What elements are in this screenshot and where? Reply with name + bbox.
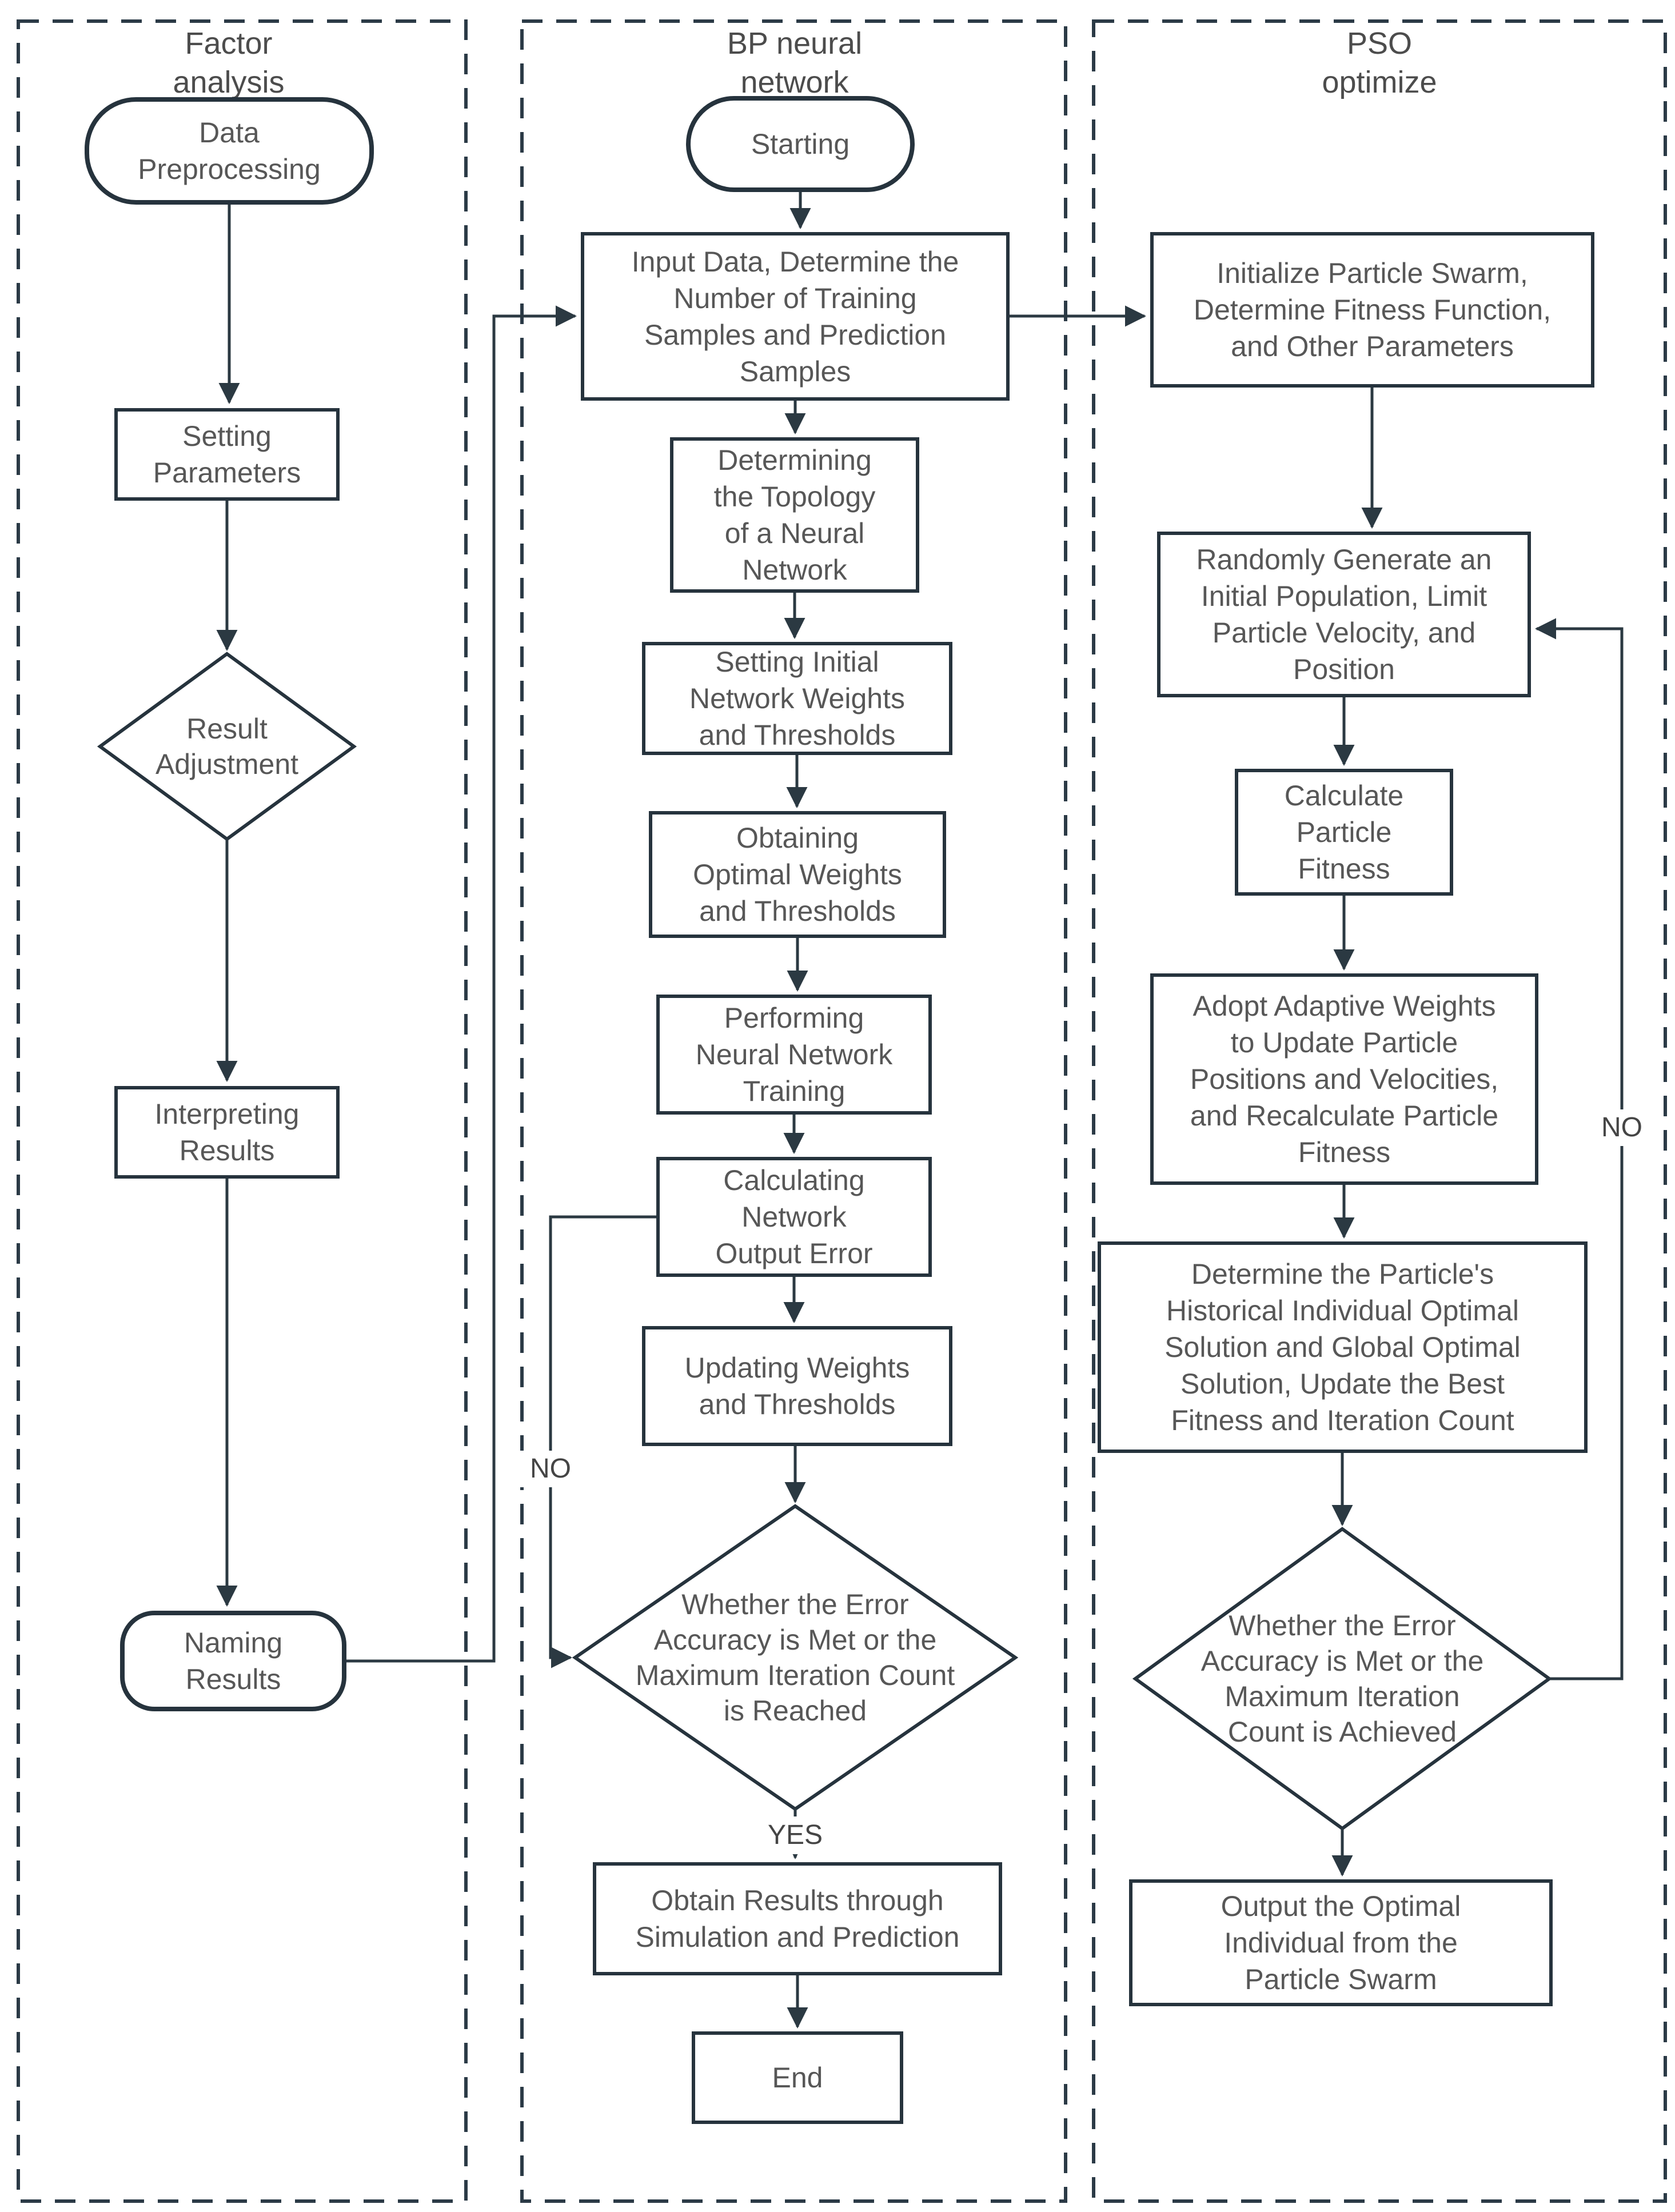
column-title-pso-optimize: PSO optimize (1322, 26, 1437, 99)
node-randomly-generate: Randomly Generate an Initial Population,… (1157, 532, 1531, 697)
node-setting-parameters: Setting Parameters (114, 408, 340, 501)
connector-naming-to-input-data (346, 305, 577, 1663)
node-determine-optimal-solution: Determine the Particle's Historical Indi… (1098, 1241, 1588, 1453)
column-title-factor-analysis: Factor analysis (173, 26, 285, 99)
column-frame-bp-network (520, 19, 1067, 2203)
node-result-adjustment: Result Adjustment (155, 713, 299, 780)
column-frame-factor-analysis (17, 19, 468, 2203)
node-input-data: Input Data, Determine the Number of Trai… (581, 232, 1010, 401)
node-initialize-swarm: Initialize Particle Swarm, Determine Fit… (1150, 232, 1594, 388)
node-setting-initial-weights: Setting Initial Network Weights and Thre… (642, 642, 952, 755)
node-data-preprocessing: Data Preprocessing (85, 97, 374, 205)
node-end: End (692, 2031, 903, 2124)
column-title-bp-network: BP neural network (727, 26, 863, 99)
node-updating-weights: Updating Weights and Thresholds (642, 1326, 952, 1446)
node-calculating-error: Calculating Network Output Error (656, 1157, 932, 1277)
node-performing-training: Performing Neural Network Training (656, 995, 932, 1115)
node-calculate-fitness: Calculate Particle Fitness (1235, 769, 1453, 896)
node-pso-decision: Whether the Error Accuracy is Met or the… (1201, 1610, 1484, 1748)
edge-label-bp-no: NO (518, 1451, 583, 1487)
edge-label-bp-yes: YES (757, 1816, 833, 1854)
node-bp-decision: Whether the Error Accuracy is Met or the… (635, 1588, 955, 1727)
node-obtaining-optimal-weights: Obtaining Optimal Weights and Thresholds (649, 811, 946, 938)
column-frame-pso-optimize (1092, 19, 1667, 2203)
loop-bp-no (549, 1215, 656, 1668)
node-adopt-adaptive-weights: Adopt Adaptive Weights to Update Particl… (1150, 973, 1538, 1185)
loop-pso-no (1535, 618, 1624, 1680)
node-determining-topology: Determining the Topology of a Neural Net… (670, 437, 919, 593)
node-obtain-results: Obtain Results through Simulation and Pr… (593, 1862, 1002, 1975)
node-starting: Starting (686, 96, 915, 192)
node-interpreting-results: Interpreting Results (114, 1086, 340, 1179)
edge-label-pso-no: NO (1589, 1109, 1654, 1146)
node-naming-results: Naming Results (120, 1611, 346, 1711)
node-output-optimal: Output the Optimal Individual from the P… (1129, 1879, 1553, 2006)
